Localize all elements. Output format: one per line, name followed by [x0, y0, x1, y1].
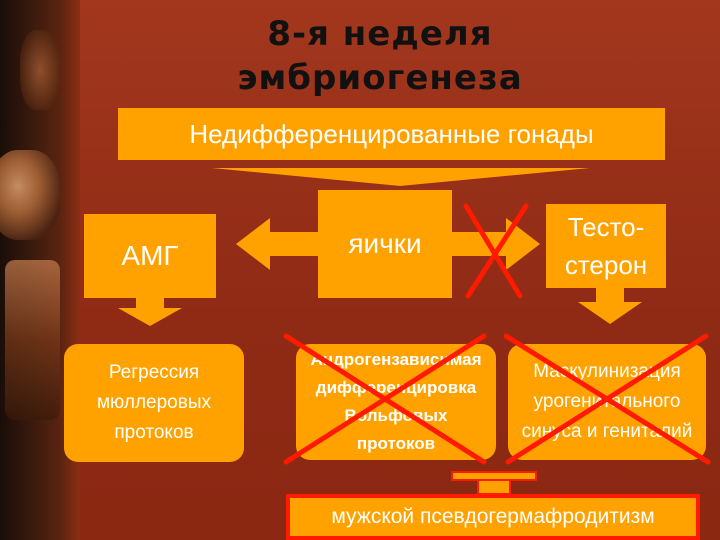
- androgen-line4: протоков: [356, 434, 436, 453]
- regress-line1: Регрессия: [108, 362, 200, 383]
- glass-reflection-top: [20, 30, 60, 110]
- testosterone-box: Тесто- стерон: [546, 204, 666, 288]
- decorative-photo-panel: [0, 0, 80, 540]
- cross-mark-androgen-b: [283, 333, 487, 465]
- testosterone-line1: Тесто-: [567, 212, 645, 242]
- regress-line2: мюллеровых: [96, 392, 212, 413]
- glass-reflection-middle: [0, 150, 60, 240]
- mullerian-regression-box: Регрессия мюллеровых протоков: [64, 344, 244, 462]
- slide-title-line1: 8-я неделя: [267, 14, 493, 54]
- undifferentiated-gonads-box: Недифференцированные гонады: [118, 108, 665, 160]
- testosterone-line2: стерон: [564, 250, 648, 280]
- male-pseudohermaphroditism-box: мужской псевдогермафродитизм: [286, 494, 700, 540]
- amh-box: АМГ: [84, 214, 216, 298]
- slide-title-line2: эмбриогенеза: [237, 58, 523, 98]
- cross-mark-testes-a: [463, 203, 523, 299]
- funnel-arrow: [212, 168, 590, 186]
- regress-line3: протоков: [114, 422, 194, 443]
- down-arrow-amg: [118, 298, 182, 326]
- testes-box: яички: [318, 190, 452, 298]
- down-arrow-testosterone: [578, 288, 642, 324]
- glass-reflection-bottom: [5, 260, 60, 420]
- double-arrow-left: [236, 218, 318, 270]
- double-arrow-right: [452, 218, 540, 270]
- cross-mark-testes-b: [465, 203, 529, 299]
- cross-mark-mascul-b: [505, 333, 709, 465]
